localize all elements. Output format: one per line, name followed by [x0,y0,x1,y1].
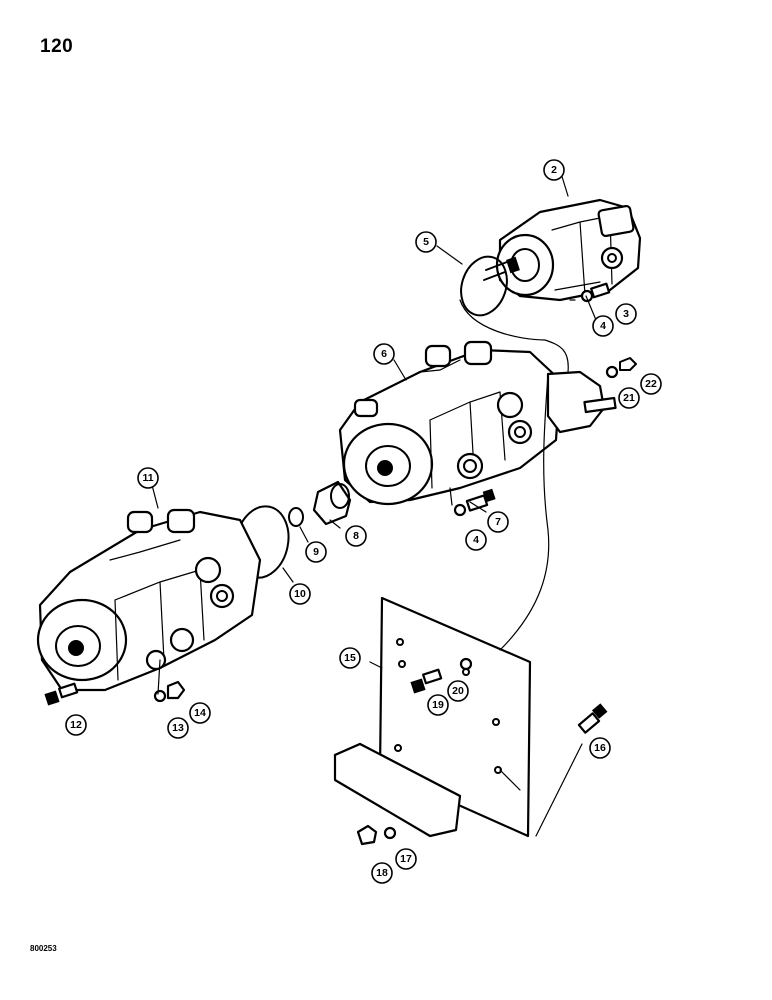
callout-2: 2 [543,159,565,181]
page-number: 120 [40,36,74,57]
part-14-nut [166,680,186,700]
svg-text:6: 6 [381,348,387,360]
callout-3: 3 [615,303,637,325]
svg-text:7: 7 [495,516,501,528]
figure-code: 800253 [30,944,57,953]
svg-text:3: 3 [623,308,629,320]
part-19-bolt [410,668,443,694]
part-angle-bracket [333,742,462,838]
svg-text:9: 9 [313,546,319,558]
callout-8: 8 [345,525,367,547]
callout-4: 4 [592,315,614,337]
callout-7: 7 [487,511,509,533]
svg-text:4: 4 [600,320,606,332]
part-7-bolt [453,488,496,517]
part-17-washer [383,826,397,840]
callout-10: 10 [289,583,311,605]
callout-14: 14 [189,702,211,724]
callout-22: 22 [640,373,662,395]
callout-21: 21 [618,387,640,409]
part-6-piston-pump [338,340,562,506]
svg-text:8: 8 [353,530,359,542]
callout-11: 11 [137,467,159,489]
part-8-coupling [312,480,352,526]
part-20-washer [459,657,473,671]
part-16-bolt [577,703,608,734]
callout-12: 12 [65,714,87,736]
svg-text:17: 17 [400,853,412,865]
part-11-piston-pump [36,508,262,692]
svg-text:10: 10 [294,588,306,600]
callout-18: 18 [371,862,393,884]
callout-6: 6 [373,343,395,365]
svg-text:20: 20 [452,685,464,697]
part-18-nut [356,824,378,846]
part-5-o-ring [460,255,508,317]
callout-15: 15 [339,647,361,669]
callout-13: 13 [167,717,189,739]
svg-text:2: 2 [551,164,557,176]
leader-lines [151,169,597,837]
callout-4-lower: 4 [465,529,487,551]
svg-text:16: 16 [594,742,606,754]
part-2-gear-pump [483,198,642,302]
svg-text:5: 5 [423,236,429,248]
callout-17: 17 [395,848,417,870]
part-3-bolt-top [569,282,611,303]
svg-text:15: 15 [344,652,356,664]
svg-text:19: 19 [432,699,444,711]
callout-16: 16 [589,737,611,759]
part-12-bolt [44,682,79,706]
part-bracket-mount [546,357,637,434]
callout-20: 20 [447,680,469,702]
callout-5: 5 [415,231,437,253]
svg-text:18: 18 [376,867,388,879]
svg-text:4: 4 [473,534,479,546]
svg-text:14: 14 [194,707,206,719]
svg-text:11: 11 [142,472,153,484]
svg-text:12: 12 [70,719,82,731]
callout-19: 19 [427,694,449,716]
part-13-washer [153,689,167,703]
callout-9: 9 [305,541,327,563]
svg-text:22: 22 [645,378,657,390]
part-9-snap-ring [288,507,304,527]
svg-text:21: 21 [623,392,635,404]
svg-text:13: 13 [172,722,184,734]
